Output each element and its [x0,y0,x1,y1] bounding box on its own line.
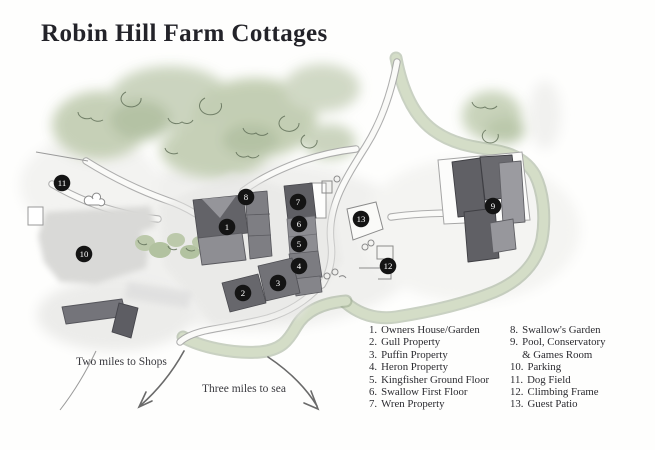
map-marker-4: 4 [290,257,308,275]
games-room-building [463,207,500,263]
legend-item: 4.Heron Property [369,361,489,373]
driveway-patch [124,282,192,308]
legend-item-number: 1. [369,324,378,336]
legend-item: 5.Kingfisher Ground Floor [369,374,489,386]
map-marker-12: 12 [379,257,397,275]
legend-item: 3.Puffin Property [369,349,489,361]
legend-item-number: 4. [369,361,378,374]
svg-text:6: 6 [297,219,302,229]
arrow-to-shops [140,350,185,406]
legend-item-number: 5. [369,373,378,386]
svg-text:2: 2 [241,288,245,298]
legend-item-label: Climbing Frame [527,386,599,399]
legend-item-label: Puffin Property [381,348,448,361]
legend-item-number: 8. [510,324,519,336]
label-three-miles-to-sea: Three miles to sea [202,383,286,395]
legend-item: 1.Owners House/Garden [369,324,489,336]
svg-text:5: 5 [297,239,302,249]
legend-item: 10.Parking [510,361,605,373]
owners-roof-notch [202,196,236,218]
svg-text:8: 8 [244,192,249,202]
label-two-miles-to-shops: Two miles to Shops [76,356,167,368]
parking-area [38,206,156,284]
svg-text:9: 9 [491,201,496,211]
tree-canopy [52,64,525,178]
legend-item-label: Heron Property [381,361,448,374]
map-marker-7: 7 [289,193,307,211]
map-marker-1: 1 [218,218,236,236]
legend-item-number: 11. [510,373,524,386]
pool-building-c [498,160,526,225]
svg-text:7: 7 [296,197,301,207]
map-marker-2: 2 [234,284,252,302]
legend-item: 8.Swallow's Garden [510,324,605,336]
owners-garage [197,232,247,266]
svg-text:13: 13 [357,214,366,224]
legend-item-number: 7. [369,398,378,411]
barn-end [111,302,139,339]
svg-text:3: 3 [276,278,281,288]
hedge-border [176,51,551,359]
owners-strip [244,190,273,260]
legend-item-label: Pool, Conservatory & Games Room [522,336,606,361]
map-marker-8: 8 [237,188,255,206]
map-marker-13: 13 [352,210,370,228]
conservatory-building [489,218,517,254]
direction-arrows [137,350,320,411]
legend-item: 11.Dog Field [510,374,605,386]
legend-item: 7.Wren Property [369,398,489,410]
legend-item-number: 3. [369,348,378,361]
legend-item-label: Wren Property [381,398,445,411]
legend-item-label: Kingfisher Ground Floor [381,373,490,386]
legend-item-number: 13. [510,398,524,411]
outline-shed [27,206,44,226]
svg-text:12: 12 [384,261,393,271]
legend-item-label: Dog Field [527,373,571,386]
legend-item-label: Gull Property [381,336,441,349]
map-marker-6: 6 [290,215,308,233]
legend-item-number: 6. [369,386,378,399]
map-marker-11: 11 [53,174,71,192]
map-marker-9: 9 [484,197,502,215]
bushes [135,233,208,259]
legend-item: 2.Gull Property [369,336,489,348]
arrow-to-sea [267,356,318,407]
legend-item-number: 2. [369,336,378,349]
svg-text:11: 11 [58,178,66,188]
legend-item-number: 12. [510,386,524,399]
legend-item-label: Parking [527,361,562,374]
svg-text:10: 10 [80,249,89,259]
legend-item-label: Swallow First Floor [381,386,468,399]
legend-item-label: Owners House/Garden [381,324,480,336]
legend-item-label: Guest Patio [527,398,578,411]
page-title: Robin Hill Farm Cottages [41,20,328,47]
tree-scribbles [77,91,499,159]
map-marker-3: 3 [269,274,287,292]
legend-item: 6.Swallow First Floor [369,386,489,398]
legend-item: 9.Pool, Conservatory & Games Room [510,336,605,361]
map-marker-5: 5 [290,235,308,253]
legend-item: 13.Guest Patio [510,398,605,410]
legend-item-number: 9. [510,336,519,349]
legend-item-number: 10. [510,361,524,374]
svg-text:1: 1 [225,222,229,232]
svg-text:4: 4 [297,261,302,271]
legend-item-label: Swallow's Garden [522,324,601,336]
map-marker-10: 10 [75,245,93,263]
legend-item: 12.Climbing Frame [510,386,605,398]
